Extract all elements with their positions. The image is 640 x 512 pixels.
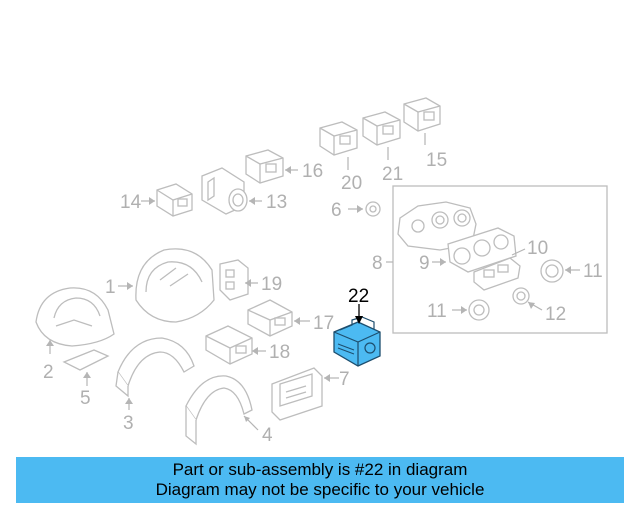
callout-4: 4 [262, 425, 273, 446]
callout-1: 1 [105, 277, 116, 298]
part-8-control-assembly [392, 185, 608, 334]
callout-13: 13 [266, 192, 287, 213]
part-4-trim [185, 375, 253, 446]
callout-15: 15 [426, 150, 447, 171]
part-18-switch [205, 325, 253, 365]
callout-9: 9 [419, 253, 430, 274]
callout-2: 2 [43, 362, 54, 383]
part-7-switch-panel [271, 367, 323, 421]
part-22-highlighted [333, 316, 381, 367]
banner-line-2: Diagram may not be specific to your vehi… [155, 480, 485, 499]
banner-line-1: Part or sub-assembly is #22 in diagram [172, 460, 468, 479]
part-19-switch [219, 259, 249, 301]
part-21-switch [362, 111, 401, 146]
info-banner: Part or sub-assembly is #22 in diagram D… [16, 457, 624, 503]
callout-11-right: 11 [583, 261, 603, 282]
part-2-cluster-bezel [35, 287, 115, 347]
callout-5: 5 [80, 388, 91, 409]
callout-7: 7 [339, 369, 350, 390]
callout-6: 6 [331, 200, 342, 221]
callout-22: 22 [348, 286, 369, 307]
part-6-bulb [365, 201, 381, 217]
callout-17: 17 [313, 313, 334, 334]
callout-18: 18 [269, 342, 290, 363]
callout-16: 16 [302, 161, 323, 182]
callout-8: 8 [372, 253, 383, 274]
part-20-switch [319, 121, 358, 156]
part-16-switch [245, 149, 284, 184]
part-5-trim-panel [62, 349, 110, 371]
part-14-switch [156, 183, 193, 217]
part-17-switch [247, 299, 293, 337]
part-3-cluster-cover [115, 337, 195, 398]
parts-diagram: 15 21 20 16 13 1 [35, 97, 608, 446]
callout-20: 20 [341, 173, 362, 194]
callout-11-left: 11 [427, 301, 447, 322]
part-1-instrument-cluster [135, 248, 215, 323]
callout-10: 10 [527, 238, 548, 259]
callout-21: 21 [382, 164, 403, 185]
callout-14: 14 [120, 192, 142, 213]
callout-19: 19 [261, 274, 282, 295]
callout-3: 3 [123, 413, 134, 434]
part-15-switch [403, 97, 441, 132]
part-13-rotary-switch [201, 167, 248, 215]
callout-12: 12 [545, 304, 566, 325]
